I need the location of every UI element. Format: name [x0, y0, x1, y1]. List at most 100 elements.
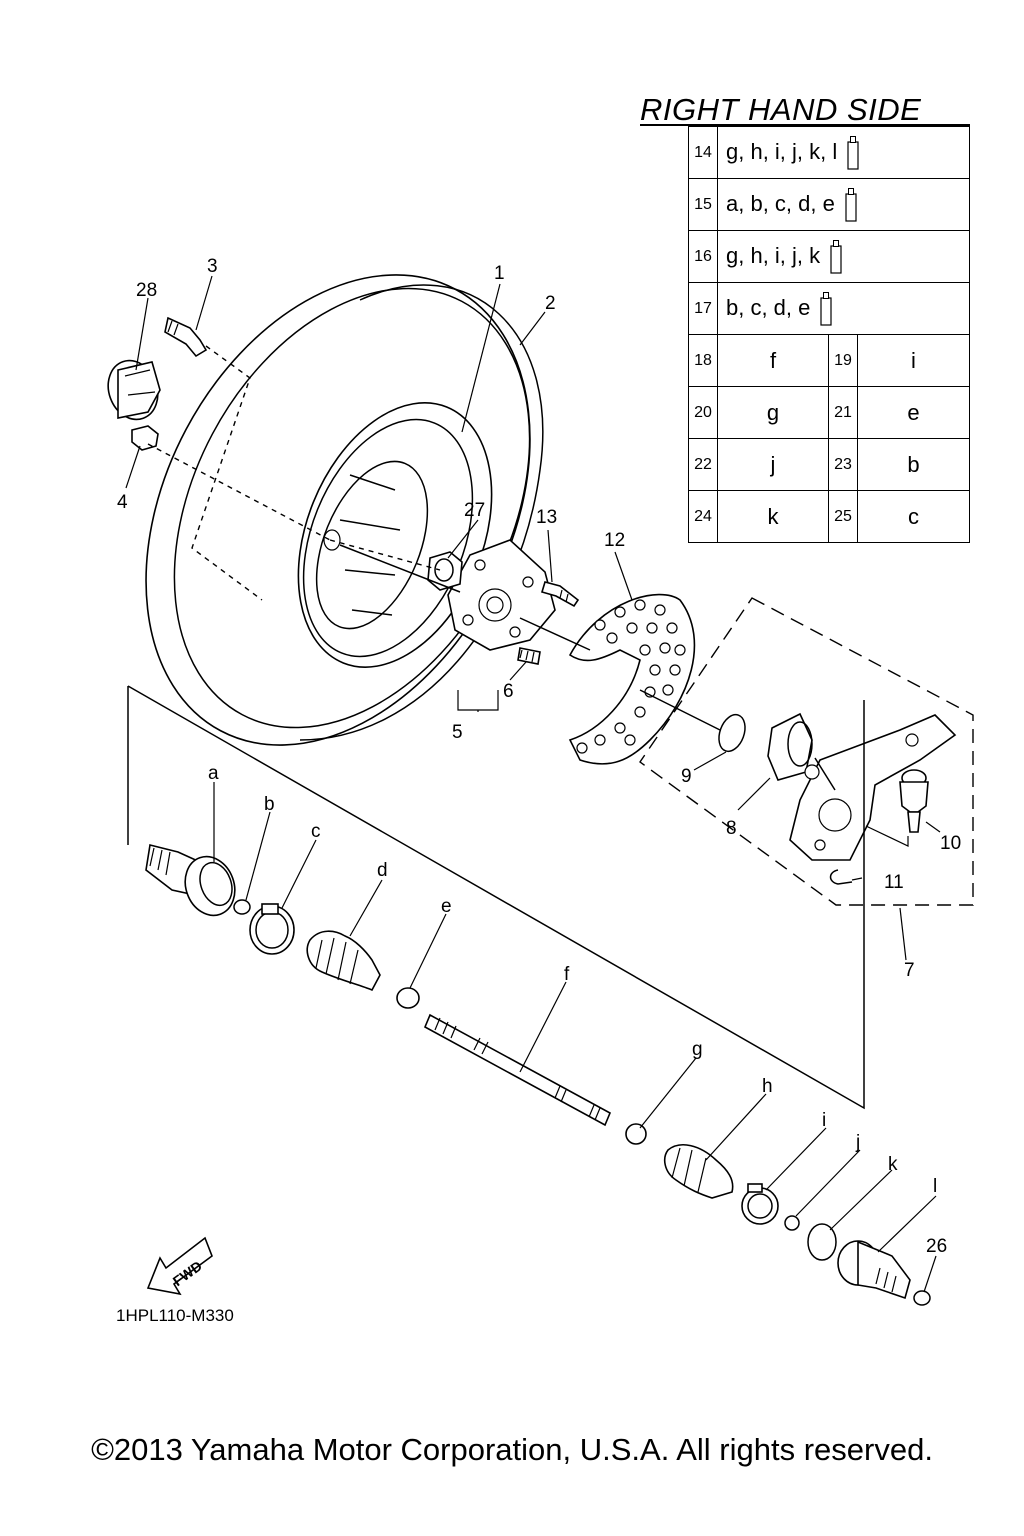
- callout-3: 3: [207, 256, 218, 277]
- callout-i: i: [822, 1110, 826, 1131]
- callout-27: 27: [464, 500, 485, 521]
- ref-letters: a, b, c, d, e: [717, 178, 970, 231]
- valve-stem: [164, 316, 208, 358]
- ref-number: 20: [688, 386, 718, 439]
- table-row: 14 g, h, i, j, k, l: [688, 126, 970, 179]
- callout-1: 1: [494, 263, 505, 284]
- boot-d: [306, 930, 381, 992]
- hub-bolt: [517, 647, 541, 665]
- circlip-j: [784, 1215, 800, 1231]
- callout-8: 8: [726, 818, 737, 839]
- wheel-cap: [107, 359, 161, 421]
- callout-13: 13: [536, 507, 557, 528]
- callout-h: h: [762, 1076, 773, 1097]
- callout-b: b: [264, 794, 275, 815]
- callout-5: 5: [452, 722, 463, 743]
- table-row: 24 k 25 c: [688, 490, 970, 543]
- assembly-line-axle: [339, 544, 836, 791]
- ref-letters: g, h, i, j, k, l: [717, 126, 970, 179]
- callout-j: j: [855, 1132, 860, 1153]
- o-ring-k: [807, 1223, 837, 1261]
- ref-letter: g: [717, 386, 829, 439]
- boot-band-g: [625, 1123, 647, 1145]
- boot-band-c: [249, 903, 295, 955]
- boot-h: [663, 1144, 734, 1199]
- drawing-code: 1HPL110-M330: [116, 1306, 234, 1325]
- reference-table: 14 g, h, i, j, k, l 15 a, b, c, d, e 16 …: [688, 126, 970, 543]
- disc-bolt: [541, 581, 580, 608]
- inner-cv-joint: [837, 1240, 911, 1300]
- steering-knuckle: [789, 714, 957, 861]
- ref-letter: f: [717, 334, 829, 387]
- callout-f: f: [564, 964, 570, 985]
- callout-labels: 1 2 3 28 4 27 13 12 6 5 9 8 10 11 7 a b …: [117, 256, 961, 1257]
- callout-7: 7: [904, 960, 915, 981]
- grease-tube-icon: [845, 187, 857, 222]
- circlip-b: [233, 899, 251, 915]
- ref-number: 17: [688, 282, 718, 335]
- circlip-26: [913, 1290, 931, 1306]
- table-row: 18 f 19 i: [688, 334, 970, 387]
- boot-band-i: [741, 1183, 779, 1225]
- ref-letter: e: [857, 386, 970, 439]
- ref-number: 14: [688, 126, 718, 179]
- ref-letter: i: [857, 334, 970, 387]
- ref-number: 18: [688, 334, 718, 387]
- brake-disc: [568, 593, 696, 765]
- copyright-notice: ©2013 Yamaha Motor Corporation, U.S.A. A…: [91, 1432, 933, 1467]
- table-row: 16 g, h, i, j, k: [688, 230, 970, 283]
- callout-g: g: [692, 1039, 703, 1060]
- ref-number: 21: [828, 386, 858, 439]
- grease-tube-icon: [820, 291, 832, 326]
- callout-28: 28: [136, 280, 157, 301]
- ball-joint: [899, 769, 929, 833]
- ref-number: 24: [688, 490, 718, 543]
- ref-number: 23: [828, 438, 858, 491]
- callout-9: 9: [681, 766, 692, 787]
- axle-shaft: [423, 1013, 612, 1127]
- callout-2: 2: [545, 293, 556, 314]
- assembly-line-valve: [147, 345, 441, 601]
- boot-band-e: [396, 987, 420, 1009]
- ref-letters: b, c, d, e: [717, 282, 970, 335]
- circlip: [718, 713, 746, 753]
- ref-letter: j: [717, 438, 829, 491]
- wheel-nut: [131, 425, 159, 451]
- callout-a: a: [208, 763, 219, 784]
- hub-nut: [427, 551, 463, 591]
- title-rule: [640, 124, 970, 126]
- table-row: 17 b, c, d, e: [688, 282, 970, 335]
- callout-k: k: [888, 1154, 898, 1175]
- callout-11: 11: [884, 872, 904, 893]
- table-row: 22 j 23 b: [688, 438, 970, 491]
- ref-number: 15: [688, 178, 718, 231]
- callout-12: 12: [604, 530, 625, 551]
- callout-6: 6: [503, 681, 514, 702]
- side-title: RIGHT HAND SIDE: [640, 92, 922, 127]
- callout-4: 4: [117, 492, 128, 513]
- table-row: 15 a, b, c, d, e: [688, 178, 970, 231]
- ref-number: 16: [688, 230, 718, 283]
- drive-shaft-assembly-bracket: [127, 685, 865, 1110]
- callout-c: c: [311, 821, 321, 842]
- ref-number: 19: [828, 334, 858, 387]
- ref-letter: c: [857, 490, 970, 543]
- outer-cv-joint: [145, 844, 236, 917]
- leader-lines: [125, 275, 941, 1293]
- cotter-pin: [829, 869, 853, 885]
- grease-tube-icon: [830, 239, 842, 274]
- callout-e: e: [441, 896, 452, 917]
- ref-number: 22: [688, 438, 718, 491]
- ref-letters: g, h, i, j, k: [717, 230, 970, 283]
- table-row: 20 g 21 e: [688, 386, 970, 439]
- knuckle-group-outline: [639, 597, 974, 906]
- bearing: [767, 712, 813, 781]
- ref-letter: k: [717, 490, 829, 543]
- callout-26: 26: [926, 1236, 947, 1257]
- ref-number: 25: [828, 490, 858, 543]
- ref-letter: b: [857, 438, 970, 491]
- fwd-arrow-icon: FWD: [146, 1236, 213, 1296]
- disc-holes: [576, 599, 686, 754]
- grease-tube-icon: [847, 135, 859, 170]
